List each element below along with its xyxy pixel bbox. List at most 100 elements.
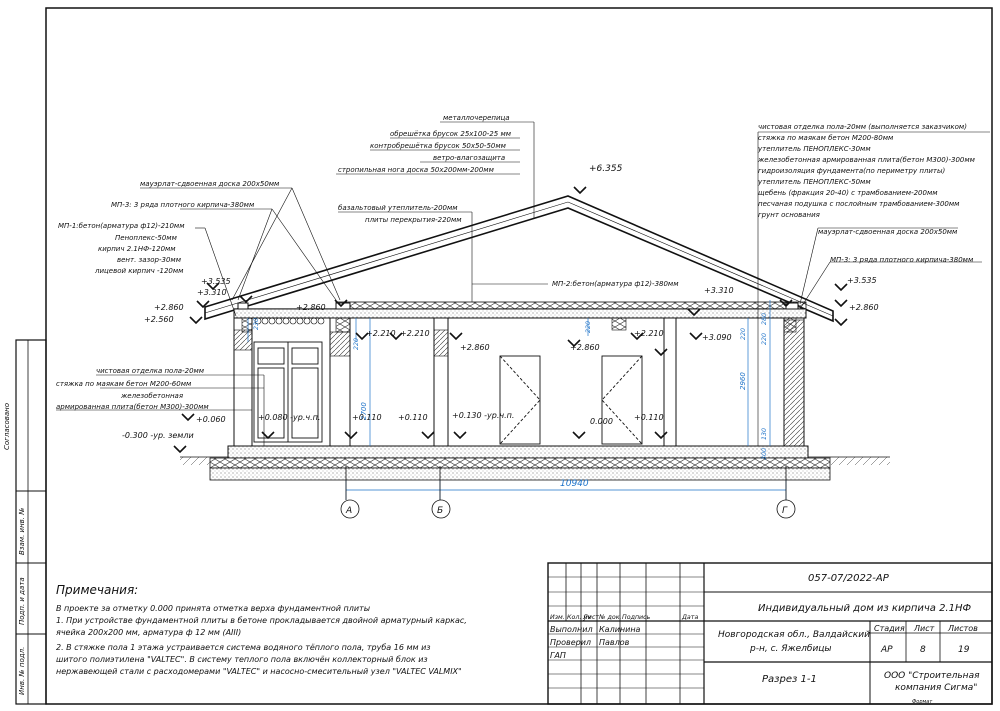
level-ceiling-1: +2.210 [366,329,396,338]
floor-l-layer-4: армированная плита(бетон М300)-300мм [56,403,209,411]
floor-l-layer-2: стяжка по маякам бетон М200-60мм [56,380,192,388]
axis-b: Б [437,506,443,516]
floor-r-layer-9: грунт основания [758,211,820,219]
dim-300: 300 [761,448,768,460]
mp1-layer-2: Пеноплекс-50мм [115,234,178,242]
axis-markers [340,466,796,519]
foundation [180,445,890,481]
notes: Примечания: В проекте за отметку 0.000 п… [56,583,467,676]
tb-stage: АР [880,645,893,655]
level-floor-zero: 0.000 [590,417,613,426]
level-step: +0.060 [196,415,226,424]
level-wall-top-left: +2.860 [154,303,184,312]
axis-a: А [345,506,352,516]
stamp-replace-inv: Взам. инв. № [18,507,26,555]
tb-sheet: 8 [920,645,926,655]
tb-stage-label: Стадия [874,624,905,633]
floor-r-layer-4: железобетонная армированная плита(бетон … [757,156,976,164]
dim-220a: 220 [353,338,360,350]
attic-insulation [335,301,807,310]
level-floor-r: +0.110 [634,413,664,422]
stamp-sign-date: Подп. и дата [18,577,26,625]
level-floor-left: +0.080 -ур.ч.п. [258,413,320,422]
mp1-layer-3: кирпич 2.1НФ-120мм [98,245,176,253]
level-wall-top-right: +2.860 [849,303,879,312]
roof-layer-2: обрешётка брусок 25х100-25 мм [390,130,512,138]
level-eave-right-top: +3.535 [847,276,877,285]
tb-col-doc: № док. [598,614,622,621]
tb-role-0: Выполнил [550,625,593,634]
dim-230: 230 [253,318,260,330]
level-beam-2: +2.860 [570,343,600,352]
side-stamp: Согласовано Взам. инв. № Подп. и дата Ин… [3,339,47,705]
roof-layer-5: стропильная нога доска 50х200мм-200мм [338,166,495,174]
dim-130: 130 [761,428,768,440]
title-block [547,562,993,705]
level-floor-center: +0.130 -ур.ч.п. [452,411,514,420]
callout-mauerlat-left: мауэрлат-сдвоенная доска 200х50мм [140,180,280,188]
floor-right-callout: чистовая отделка пола-20мм (выполняется … [757,123,976,219]
dim-220b: 220 [585,321,592,333]
floor-r-layer-2: стяжка по маякам бетон М200-80мм [758,134,894,142]
tb-code: 057-07/2022-АР [808,573,890,584]
dim-2700: 2700 [360,402,368,420]
walls [233,317,805,447]
tb-location-2: р-н, с. Яжелбицы [749,644,832,654]
callout-attic-2: плиты перекрытия-220мм [365,216,462,224]
axis-g: Г [782,506,788,516]
tb-role-1: Проверил [550,638,591,647]
note-line-5: нержавеющей стали с расходомерами "VALTE… [56,667,462,676]
tb-location-1: Новгородская обл., Валдайский [718,630,870,640]
tb-project: Индивидуальный дом из кирпича 2.1НФ [758,603,971,614]
level-ceiling-2: +2.210 [400,329,430,338]
floor-r-layer-3: утеплитель ПЕНОПЛЕКС-30мм [757,145,871,153]
tb-sheet-title: Разрез 1-1 [762,674,817,685]
level-ridge: +6.355 [589,164,623,174]
mp1-callout: МП-1:бетон(арматура ф12)-210мм Пеноплекс… [58,222,185,275]
floor-r-layer-7: щебень (фракция 20-40) с трамбованием-20… [758,189,938,197]
mp1-layer-4: вент. зазор-30мм [117,256,182,264]
note-line-2: ячейка 200х200 мм, арматура ф 12 мм (AII… [56,628,241,637]
roof-callout: металлочерепица обрешётка брусок 25х100-… [338,114,512,174]
eave-insulation-rolls [254,317,325,325]
callout-mp2: МП-2:бетон(арматура ф12)-380мм [552,280,679,288]
level-eave-left-bottom: +2.560 [144,315,174,324]
stamp-inv-orig: Инв. № подл. [18,647,26,695]
tb-company-2: компания Сигма" [895,683,977,693]
tb-sheet-label: Лист [913,624,935,633]
note-line-1: 1. При устройстве фундаментной плиты в б… [56,616,467,625]
callout-mauerlat-right: мауэрлат-сдвоенная доска 200х50мм [818,228,958,236]
mp1-layer-5: лицевой кирпич -120мм [94,267,184,275]
dim-overall: 10940 [560,479,589,489]
callout-attic-1: базальтовый утеплитель-200мм [338,204,458,212]
notes-heading: Примечания: [56,583,138,597]
note-line-3: 2. В стяжке пола 1 этажа устраивается си… [56,643,431,652]
floor-l-layer-3: железобетонная [120,392,183,400]
tb-col-date: Дата [681,614,698,621]
level-ceiling-3: +2.210 [634,329,664,338]
tb-format: Формат [912,699,933,705]
level-mauerlat-left: +3.310 [197,288,227,297]
note-line-0: В проекте за отметку 0.000 принята отмет… [56,604,370,613]
dim-220c: 220 [740,328,747,340]
tb-col-kol: Кол. уч [567,614,591,621]
level-beam-1: +2.860 [460,343,490,352]
tb-role-2: ГАП [550,651,566,660]
roof [204,195,834,325]
dim-280: 280 [761,313,768,325]
floor-r-layer-5: гидроизоляция фундамента(по периметру пл… [758,167,946,175]
tb-sheets-label: Листов [947,624,978,633]
floor-r-layer-8: песчаная подушка с послойным трамбование… [758,200,960,208]
floor-l-layer-1: чистовая отделка пола-20мм [96,367,205,375]
openings [253,341,643,445]
floor-r-layer-6: утеплитель ПЕНОПЛЕКС-50мм [757,178,871,186]
level-ground: -0.300 -ур. земли [122,431,194,440]
callout-mp3-left: МП-3: 3 ряда плотного кирпича-380мм [111,201,255,209]
level-floor-l1: +0.110 [352,413,382,422]
dimension-lines [247,300,787,500]
roof-layer-3: контробрешётка брусок 50х50-50мм [370,142,507,150]
dim-2960: 2960 [739,372,747,390]
level-mauerlat-right: +3.310 [704,286,734,295]
leader-lines [56,121,990,446]
stamp-agreed: Согласовано [3,403,11,450]
